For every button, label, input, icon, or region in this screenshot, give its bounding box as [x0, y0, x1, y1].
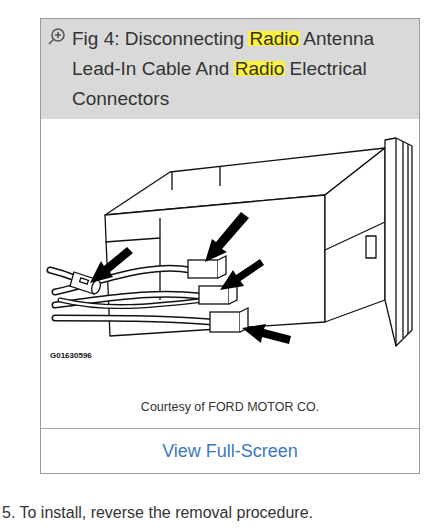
figure-title: Fig 4: Disconnecting Radio Antenna Lead-… [72, 24, 414, 114]
caption-header: Fig 4: Disconnecting Radio Antenna Lead-… [41, 19, 419, 119]
view-link: View Full-Screen [41, 439, 419, 463]
step-note: 5. To install, reverse the removal proce… [2, 504, 313, 522]
figure-panel: Courtesy of FORD MOTOR CO. [41, 119, 419, 429]
pointer-arrows [90, 212, 291, 344]
figure-code: G01630596 [50, 351, 92, 360]
magnifier-icon [49, 29, 64, 44]
header-band [41, 19, 419, 119]
figure-card: Fig 4: Disconnecting Radio Antenna Lead-… [40, 18, 420, 474]
electrical-connectors [188, 256, 248, 332]
credit-text: Courtesy of FORD MOTOR CO. [41, 399, 419, 415]
radio-body [105, 138, 412, 346]
